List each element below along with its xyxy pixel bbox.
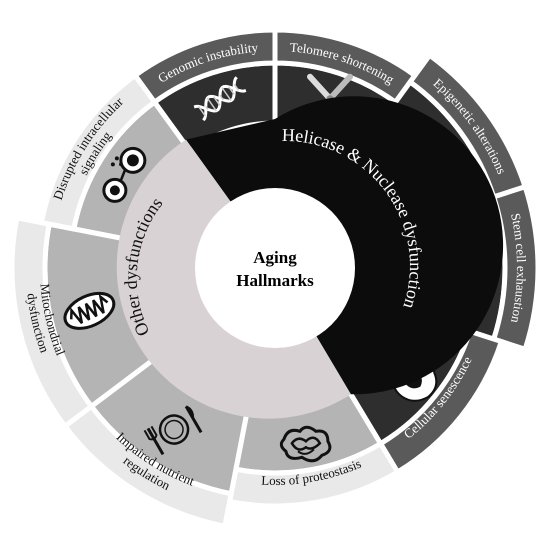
center-title-line-1: Aging bbox=[253, 248, 297, 267]
mitochondrion-icon bbox=[63, 291, 116, 330]
plate-cutlery-icon bbox=[143, 405, 203, 456]
segment-label-band bbox=[38, 71, 158, 232]
segment-label: Stem cell exhaustion bbox=[508, 212, 529, 325]
center-circle bbox=[195, 188, 355, 348]
dna-icon bbox=[193, 76, 247, 122]
center-title-line-2: Hallmarks bbox=[236, 271, 314, 290]
signaling-cells-icon bbox=[102, 146, 147, 203]
inner-ring-other-sector bbox=[116, 139, 351, 419]
protein-aggregate-icon bbox=[279, 425, 332, 463]
segment-label-band bbox=[9, 214, 95, 430]
